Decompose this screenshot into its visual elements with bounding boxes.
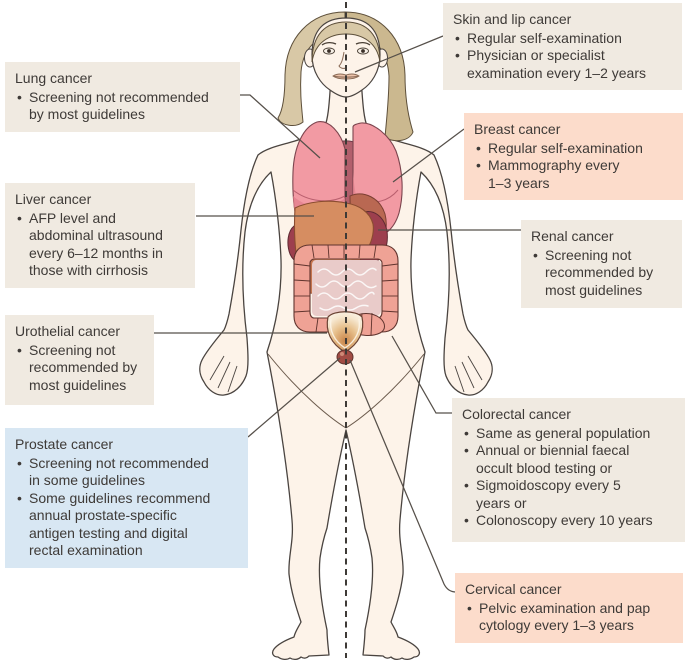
- eyebrows: [321, 41, 371, 46]
- connector-breast: [392, 128, 465, 183]
- bullet-list: Regular self-examination Physician or sp…: [453, 30, 672, 83]
- bullet-item: Pelvic examination and pap cytology ever…: [465, 600, 673, 635]
- connector-prostate: [247, 357, 341, 438]
- nose: [338, 51, 347, 69]
- bullet-list: Same as general population Annual or bie…: [462, 425, 675, 530]
- prostate-cancer-box: Prostate cancer Screening not recommende…: [5, 428, 248, 568]
- bullet-list: Regular self-examination Mammography eve…: [474, 140, 673, 193]
- box-title: Lung cancer: [15, 70, 93, 86]
- bullet-item: Screening not recommended in some guidel…: [15, 455, 238, 490]
- box-title: Urothelial cancer: [15, 323, 121, 339]
- bullet-item: Screening not recommended by most guidel…: [15, 89, 230, 124]
- connector-lines: [154, 35, 521, 593]
- box-title: Cervical cancer: [465, 581, 562, 597]
- bullet-item: Some guidelines recommend annual prostat…: [15, 490, 238, 560]
- box-title: Renal cancer: [531, 228, 614, 244]
- bullet-item: Colonoscopy every 10 years: [462, 512, 675, 530]
- box-title: Colorectal cancer: [462, 406, 571, 422]
- connector-lung: [240, 94, 321, 159]
- bullet-item: Physician or specialist examination ever…: [453, 47, 672, 82]
- bullet-list: Screening not recommended by most guidel…: [15, 89, 230, 124]
- bullet-item: Sigmoidoscopy every 5 years or: [462, 477, 675, 512]
- breast-cancer-box: Breast cancer Regular self-examination M…: [464, 113, 683, 200]
- connector-colorectal: [391, 335, 452, 414]
- colorectal-cancer-box: Colorectal cancer Same as general popula…: [452, 398, 685, 542]
- bullet-item: Same as general population: [462, 425, 675, 443]
- bullet-item: Regular self-examination: [474, 140, 673, 158]
- eyes: [323, 47, 369, 55]
- box-title: Skin and lip cancer: [453, 11, 572, 27]
- box-title: Breast cancer: [474, 121, 561, 137]
- connector-skin-lip: [354, 35, 444, 73]
- box-title: Liver cancer: [15, 191, 92, 207]
- bullet-item: Screening not recommended by most guidel…: [531, 247, 672, 300]
- organs: [287, 121, 403, 365]
- bullet-item: Annual or biennial faecal occult blood t…: [462, 442, 675, 477]
- bullet-list: Screening not recommended in some guidel…: [15, 455, 238, 560]
- bullet-list: Pelvic examination and pap cytology ever…: [465, 600, 673, 635]
- bullet-item: Mammography every 1–3 years: [474, 157, 673, 192]
- bullet-list: Screening not recommended by most guidel…: [15, 342, 144, 395]
- hip-crease-lines: [267, 353, 425, 429]
- connector-cervical: [349, 359, 457, 593]
- bullet-item: AFP level and abdominal ultrasound every…: [15, 210, 185, 280]
- bullet-list: Screening not recommended by most guidel…: [531, 247, 672, 300]
- liver-cancer-box: Liver cancer AFP level and abdominal ult…: [5, 183, 195, 288]
- finger-lines: [209, 355, 483, 393]
- urothelial-cancer-box: Urothelial cancer Screening not recommen…: [5, 315, 154, 405]
- box-title: Prostate cancer: [15, 436, 114, 452]
- cervical-cancer-box: Cervical cancer Pelvic examination and p…: [455, 573, 683, 643]
- lung-cancer-box: Lung cancer Screening not recommended by…: [5, 62, 240, 132]
- renal-cancer-box: Renal cancer Screening not recommended b…: [521, 220, 682, 308]
- bullet-item: Regular self-examination: [453, 30, 672, 48]
- bullet-list: AFP level and abdominal ultrasound every…: [15, 210, 185, 280]
- bullet-item: Screening not recommended by most guidel…: [15, 342, 144, 395]
- skin-lip-cancer-box: Skin and lip cancer Regular self-examina…: [443, 3, 682, 90]
